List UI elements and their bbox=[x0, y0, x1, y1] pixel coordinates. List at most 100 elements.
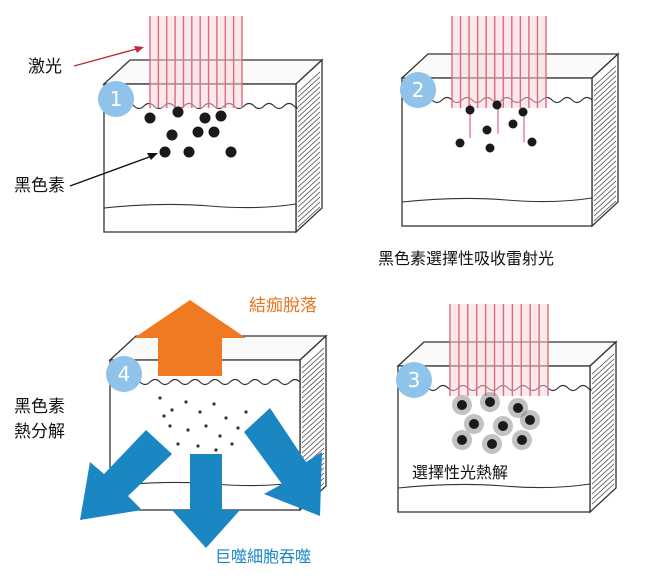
skin-hatch-line bbox=[591, 403, 615, 425]
panel-2-melanin-dot bbox=[527, 137, 537, 147]
skin-hatch-line bbox=[297, 191, 321, 213]
panel-4-melanin-fragment bbox=[244, 410, 248, 414]
panel-4-melanin-fragment bbox=[162, 414, 166, 418]
skin-hatch-line bbox=[297, 86, 321, 108]
skin-hatch-line bbox=[591, 483, 615, 505]
panel-1-melanin-dot bbox=[225, 146, 237, 158]
skin-hatch-line bbox=[301, 362, 325, 384]
panel-4-melanin-fragment bbox=[168, 424, 172, 428]
skin-hatch-line bbox=[301, 357, 325, 379]
skin-hatch-line bbox=[593, 185, 617, 207]
skin-hatch-line bbox=[591, 368, 615, 390]
skin-hatch-line bbox=[297, 81, 321, 103]
skin-hatch-line bbox=[301, 402, 325, 424]
macrophage-label: 巨噬細胞吞噬 bbox=[215, 547, 312, 566]
panel-4-melanin-fragment bbox=[196, 444, 200, 448]
skin-hatch-line bbox=[301, 372, 325, 394]
panel-4-melanin-fragment bbox=[198, 410, 202, 414]
laser-pointer-arrow bbox=[73, 47, 141, 67]
skin-hatch-line bbox=[297, 161, 321, 183]
skin-hatch-line bbox=[301, 347, 325, 369]
skin-hatch-line bbox=[593, 190, 617, 212]
panel-2-melanin-dot bbox=[485, 143, 495, 153]
skin-hatch-line bbox=[297, 146, 321, 168]
skin-hatch-line bbox=[593, 80, 617, 102]
skin-hatch-line bbox=[297, 71, 321, 93]
skin-hatch-line bbox=[301, 382, 325, 404]
skin-hatch-line bbox=[591, 383, 615, 405]
skin-hatch-line bbox=[297, 141, 321, 163]
dermis-line bbox=[401, 197, 593, 203]
skin-hatch-line bbox=[297, 116, 321, 138]
skin-hatch-line bbox=[301, 397, 325, 419]
skin-hatch-line bbox=[297, 181, 321, 203]
skin-hatch-line bbox=[591, 408, 615, 430]
scab-arrow bbox=[134, 300, 246, 376]
panel-3-melanin-dot bbox=[498, 421, 508, 431]
panel-4-melanin-fragment bbox=[212, 402, 216, 406]
skin-hatch-line bbox=[591, 433, 615, 455]
panel-4-melanin-fragment bbox=[170, 408, 174, 412]
step-badge-2: 2 bbox=[400, 72, 436, 108]
skin-hatch-line bbox=[593, 195, 617, 217]
skin-hatch-line bbox=[591, 463, 615, 485]
panel-3-melanin-dot bbox=[469, 419, 479, 429]
skin-hatch-line bbox=[297, 176, 321, 198]
skin-hatch-line bbox=[297, 156, 321, 178]
skin-hatch-line bbox=[593, 105, 617, 127]
skin-hatch-line bbox=[297, 106, 321, 128]
skin-hatch-line bbox=[297, 196, 321, 218]
panel-1-melanin-dot bbox=[192, 126, 204, 138]
skin-hatch-line bbox=[593, 160, 617, 182]
skin-hatch-line bbox=[593, 180, 617, 202]
melanin-pointer-arrow bbox=[69, 155, 153, 187]
dermis-line bbox=[397, 483, 591, 489]
panel-3-melanin-dot bbox=[457, 435, 467, 445]
skin-hatch-line bbox=[591, 358, 615, 380]
macrophage-arrow-down bbox=[172, 454, 240, 548]
panel-1-melanin-dot bbox=[144, 112, 156, 124]
skin-hatch-line bbox=[591, 418, 615, 440]
skin-hatch-line bbox=[593, 165, 617, 187]
skin-hatch-line bbox=[591, 428, 615, 450]
skin-hatch-line bbox=[593, 175, 617, 197]
skin-hatch-line bbox=[301, 367, 325, 389]
panel-4-melanin-fragment bbox=[236, 426, 240, 430]
panel-4-melanin-fragment bbox=[204, 424, 208, 428]
skin-hatch-line bbox=[591, 363, 615, 385]
panel-3-melanin-dot bbox=[487, 439, 497, 449]
skin-hatch-line bbox=[593, 150, 617, 172]
skin-hatch-line bbox=[591, 353, 615, 375]
skin-hatch-line bbox=[593, 145, 617, 167]
step-badge-4: 4 bbox=[106, 356, 142, 392]
panel-1-melanin-dot bbox=[199, 112, 211, 124]
skin-hatch-line bbox=[593, 140, 617, 162]
panel-3-melanin-dot bbox=[457, 400, 467, 410]
skin-hatch-line bbox=[301, 442, 325, 464]
panel-2-laser-beam-glow bbox=[452, 16, 546, 108]
skin-hatch-line bbox=[591, 448, 615, 470]
panel-4-melanin-fragment bbox=[176, 442, 180, 446]
skin-hatch-line bbox=[301, 407, 325, 429]
panel-1-melanin-dot bbox=[208, 126, 220, 138]
panel-2-melanin-dot bbox=[518, 107, 528, 117]
skin-hatch-line bbox=[301, 352, 325, 374]
scab-falls-off-label: 結痂脫落 bbox=[249, 296, 317, 316]
skin-hatch-line bbox=[591, 373, 615, 395]
panel-1-melanin-dot bbox=[172, 106, 184, 118]
panel-1-laser-beam-glow bbox=[150, 16, 242, 108]
panel-4-melanin-fragment bbox=[224, 416, 228, 420]
skin-hatch-line bbox=[297, 136, 321, 158]
skin-hatch-line bbox=[593, 170, 617, 192]
skin-hatch-line bbox=[301, 427, 325, 449]
panel-4-melanin-fragment bbox=[184, 400, 188, 404]
skin-hatch-line bbox=[593, 75, 617, 97]
macrophage-arrow-right bbox=[244, 408, 322, 516]
panel-1-melanin-dot bbox=[183, 146, 195, 158]
skin-hatch-line bbox=[297, 76, 321, 98]
panel-2-melanin-dot bbox=[465, 105, 475, 115]
skin-hatch-line bbox=[297, 111, 321, 133]
skin-hatch-line bbox=[591, 468, 615, 490]
